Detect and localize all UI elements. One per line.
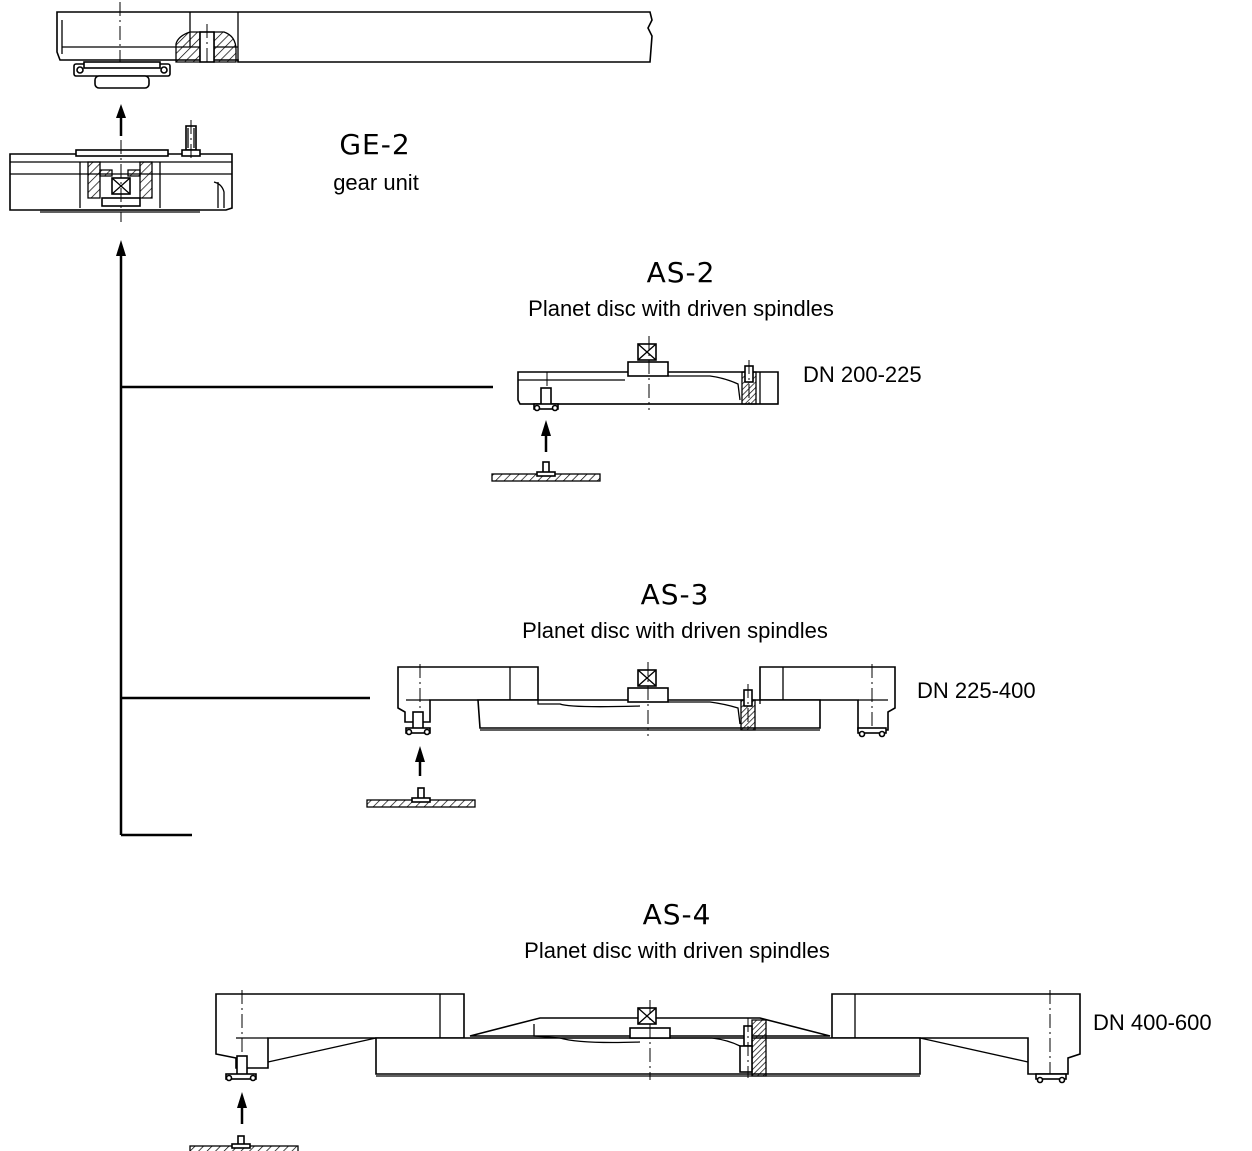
connector-lines — [116, 240, 493, 837]
as4-disc-drawing — [215, 990, 1081, 1084]
as2-code: AS-2 — [647, 256, 716, 289]
gear-unit-name: gear unit — [333, 170, 419, 195]
as3-name: Planet disc with driven spindles — [522, 618, 828, 643]
drive-arm-housing — [56, 2, 653, 92]
as4-code: AS-4 — [643, 898, 712, 931]
as4-name: Planet disc with driven spindles — [524, 938, 830, 963]
as3-size: DN 225-400 — [917, 678, 1036, 703]
as3-code: AS-3 — [641, 578, 710, 611]
as2-disc-drawing — [517, 336, 779, 412]
assembly-arrow-gear — [116, 104, 126, 136]
as3-spindle-arrow — [415, 746, 425, 776]
as4-spindle-arrow — [237, 1092, 247, 1124]
as4-size: DN 400-600 — [1093, 1010, 1212, 1035]
gear-unit-drawing — [9, 120, 233, 222]
as2-plate-drawing — [491, 461, 601, 482]
as4-plate-drawing — [189, 1135, 299, 1151]
as2-spindle-arrow — [541, 420, 551, 452]
gear-unit-code: GE-2 — [339, 128, 410, 161]
as3-plate-drawing — [366, 787, 476, 808]
as3-disc-drawing — [397, 662, 896, 738]
as2-size: DN 200-225 — [803, 362, 922, 387]
as2-name: Planet disc with driven spindles — [528, 296, 834, 321]
